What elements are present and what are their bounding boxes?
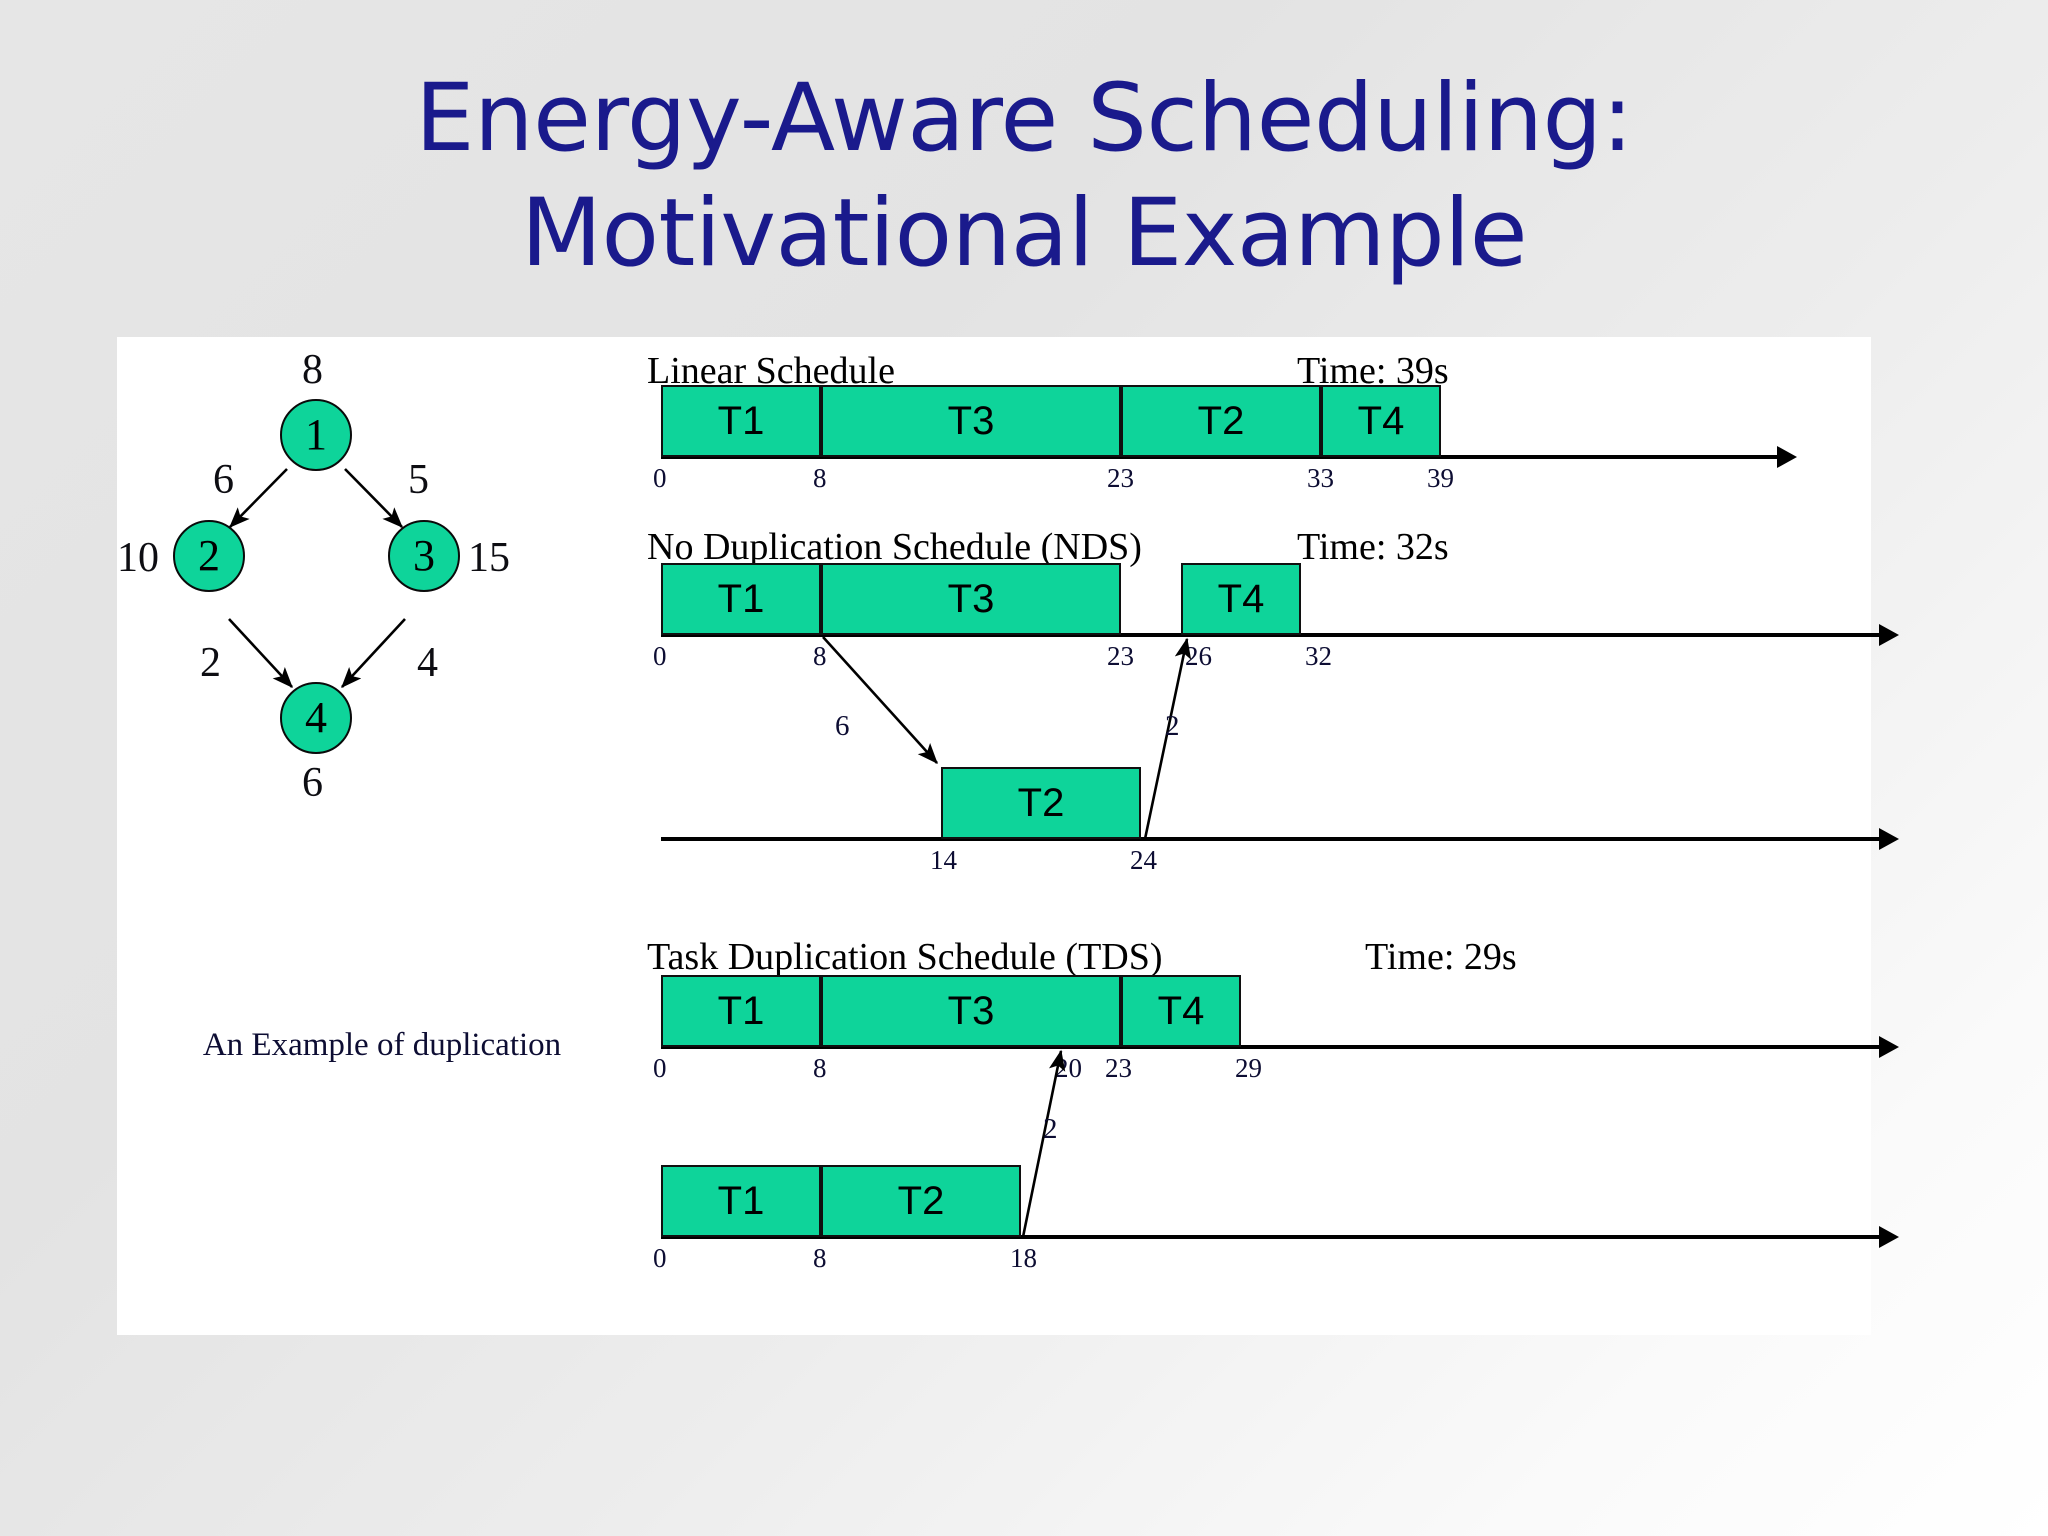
dag-node-2-weight: 10 (117, 535, 159, 581)
nds-axis-line-p2 (661, 837, 1881, 841)
dag-node-3[interactable]: 3 (388, 520, 460, 592)
nds-comm-label-2: 2 (1165, 710, 1180, 742)
nds-task-bar-t4-label: T4 (1217, 577, 1265, 621)
tds-p2-task-bar-t1[interactable]: T1 (661, 1165, 821, 1237)
tds-p2-tick-18: 18 (1010, 1243, 1037, 1273)
dag-node-1-weight: 8 (302, 347, 323, 393)
tds-p1-task-bar-t1[interactable]: T1 (661, 975, 821, 1047)
nds-p1-tick-32: 32 (1305, 641, 1332, 671)
figure-panel: 1 8 2 10 3 15 4 6 6 5 2 4 An Example of … (117, 337, 1899, 1335)
dag-node-4[interactable]: 4 (280, 682, 352, 754)
dag-node-3-label: 3 (413, 531, 435, 580)
nds-axis-arrow-p2-icon (1879, 828, 1899, 850)
dag-node-2[interactable]: 2 (173, 520, 245, 592)
nds-axis-arrow-p1-icon (1879, 624, 1899, 646)
title-line-1: Energy-Aware Scheduling: (415, 64, 1633, 173)
tds-p1-tick-23: 23 (1105, 1053, 1132, 1083)
nds-task-bar-t1[interactable]: T1 (661, 563, 821, 635)
tds-p1-task-bar-t4[interactable]: T4 (1121, 975, 1241, 1047)
nds-p2-tick-14: 14 (930, 845, 957, 875)
dag-caption: An Example of duplication (202, 1027, 562, 1063)
nds-schedule-time: Time: 32s (1297, 526, 1449, 568)
linear-tick-0: 0 (653, 463, 667, 493)
dag-node-1[interactable]: 1 (280, 399, 352, 471)
dag-node-1-label: 1 (305, 410, 327, 459)
tds-p1-task-bar-t4-label: T4 (1157, 989, 1205, 1033)
schedule-linear: Linear Schedule Time: 39s T1 T3 T2 T4 0 … (647, 337, 1867, 527)
tds-p2-tick-8: 8 (813, 1243, 827, 1273)
linear-tick-23: 23 (1107, 463, 1134, 493)
dag-edge-weight-2-4: 2 (200, 640, 221, 686)
nds-comm-label-6: 6 (835, 710, 850, 742)
task-graph-dag: 1 8 2 10 3 15 4 6 6 5 2 4 An Example of … (117, 337, 647, 1117)
tds-p1-tick-0: 0 (653, 1053, 667, 1083)
tds-p1-tick-29: 29 (1235, 1053, 1262, 1083)
nds-task-bar-t2[interactable]: T2 (941, 767, 1141, 839)
dag-node-4-weight: 6 (302, 760, 323, 806)
linear-task-bar-t4[interactable]: T4 (1321, 385, 1441, 457)
nds-p1-tick-0: 0 (653, 641, 667, 671)
page-title: Energy-Aware Scheduling: Motivational Ex… (0, 62, 2048, 291)
tds-p1-task-bar-t3[interactable]: T3 (821, 975, 1121, 1047)
schedule-nds: No Duplication Schedule (NDS) Time: 32s … (647, 517, 1899, 937)
nds-task-bar-t4[interactable]: T4 (1181, 563, 1301, 635)
tds-p1-task-bar-t3-label: T3 (947, 989, 995, 1033)
tds-p2-task-bar-t1-label: T1 (717, 1179, 765, 1223)
linear-task-bar-t2-label: T2 (1197, 399, 1245, 443)
tds-schedule-time: Time: 29s (1365, 936, 1517, 978)
tds-comm-label-2: 2 (1043, 1113, 1058, 1145)
dag-edge-weight-1-3: 5 (408, 457, 429, 503)
tds-p2-tick-0: 0 (653, 1243, 667, 1273)
nds-task-bar-t3-label: T3 (947, 577, 995, 621)
nds-p1-tick-23: 23 (1107, 641, 1134, 671)
nds-axis-line-p1 (661, 633, 1881, 637)
tds-p1-tick-8: 8 (813, 1053, 827, 1083)
title-line-2: Motivational Example (520, 178, 1528, 288)
tds-p1-task-bar-t1-label: T1 (717, 989, 765, 1033)
linear-tick-33: 33 (1307, 463, 1334, 493)
tds-axis-line-p1 (661, 1045, 1881, 1049)
tds-p2-task-bar-t2[interactable]: T2 (821, 1165, 1021, 1237)
tds-axis-arrow-p1-icon (1879, 1036, 1899, 1058)
nds-schedule-title: No Duplication Schedule (NDS) (647, 526, 1142, 568)
dag-edges (228, 468, 406, 688)
nds-task-bar-t3[interactable]: T3 (821, 563, 1121, 635)
dag-node-4-label: 4 (305, 693, 327, 742)
tds-schedule-title: Task Duplication Schedule (TDS) (647, 936, 1163, 978)
nds-p1-tick-26: 26 (1185, 641, 1212, 671)
dag-edge-weight-3-4: 4 (417, 640, 438, 686)
tds-p1-tick-20: 20 (1055, 1053, 1082, 1083)
linear-tick-8: 8 (813, 463, 827, 493)
nds-task-bar-t2-label: T2 (1017, 781, 1065, 825)
nds-task-bar-t1-label: T1 (717, 577, 765, 621)
tds-axis-arrow-p2-icon (1879, 1226, 1899, 1248)
linear-task-bar-t4-label: T4 (1357, 399, 1405, 443)
linear-tick-39: 39 (1427, 463, 1454, 493)
nds-p1-tick-8: 8 (813, 641, 827, 671)
tds-p2-task-bar-t2-label: T2 (897, 1179, 945, 1223)
dag-edge-weight-1-2: 6 (213, 457, 234, 503)
dag-node-2-label: 2 (198, 531, 220, 580)
schedule-tds: Task Duplication Schedule (TDS) Time: 29… (647, 927, 1899, 1327)
linear-task-bar-t3-label: T3 (947, 399, 995, 443)
nds-p2-tick-24: 24 (1130, 845, 1157, 875)
linear-task-bar-t2[interactable]: T2 (1121, 385, 1321, 457)
linear-task-bar-t3[interactable]: T3 (821, 385, 1121, 457)
linear-task-bar-t1[interactable]: T1 (661, 385, 821, 457)
tds-axis-line-p2 (661, 1235, 1881, 1239)
linear-axis-line (661, 455, 1779, 459)
linear-axis-arrow-icon (1777, 446, 1797, 468)
linear-task-bar-t1-label: T1 (717, 399, 765, 443)
dag-node-3-weight: 15 (468, 535, 510, 581)
